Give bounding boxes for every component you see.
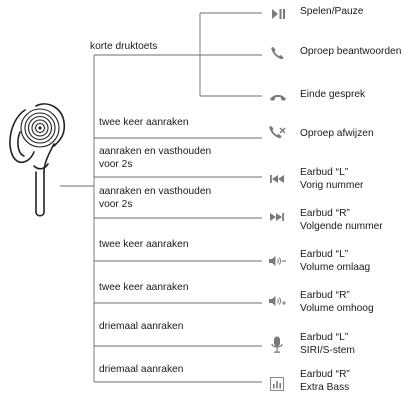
top-function-label: Oproep beantwoorden: [300, 46, 402, 57]
phone-icon: [268, 44, 288, 62]
equalizer-icon: [267, 375, 287, 393]
play-pause-icon: [268, 5, 288, 23]
gesture-label: driemaal aanraken: [99, 321, 184, 332]
short-press-label: korte druktoets: [90, 41, 158, 52]
gesture-label: twee keer aanraken: [99, 239, 189, 250]
function-label: Earbud “L”Volume omlaag: [300, 249, 371, 273]
gesture-label: twee keer aanraken: [99, 117, 189, 128]
gesture-label: twee keer aanraken: [99, 282, 189, 293]
reject-call-icon: [267, 124, 287, 142]
gesture-label: driemaal aanraken: [99, 364, 184, 375]
next-track-icon: [267, 208, 287, 226]
earbud-illustration: [0, 96, 72, 226]
function-label: Earbud “L”Vorig nummer: [300, 167, 364, 191]
function-label: Oproep afwijzen: [300, 128, 374, 139]
hang-up-icon: [268, 88, 288, 106]
top-function-label: Spelen/Pauze: [300, 6, 364, 17]
function-label: Earbud “R”Extra Bass: [300, 369, 350, 393]
function-label: Earbud “R”Volgende nummer: [300, 208, 383, 232]
volume-down-icon: [267, 252, 287, 270]
previous-track-icon: [267, 170, 287, 188]
volume-up-icon: [267, 292, 287, 310]
microphone-icon: [267, 335, 287, 353]
function-label: Earbud “L”SIRI/S-stem: [300, 332, 355, 356]
top-function-label: Einde gesprek: [300, 89, 366, 100]
function-label: Earbud “R”Volume omhoog: [300, 290, 374, 314]
